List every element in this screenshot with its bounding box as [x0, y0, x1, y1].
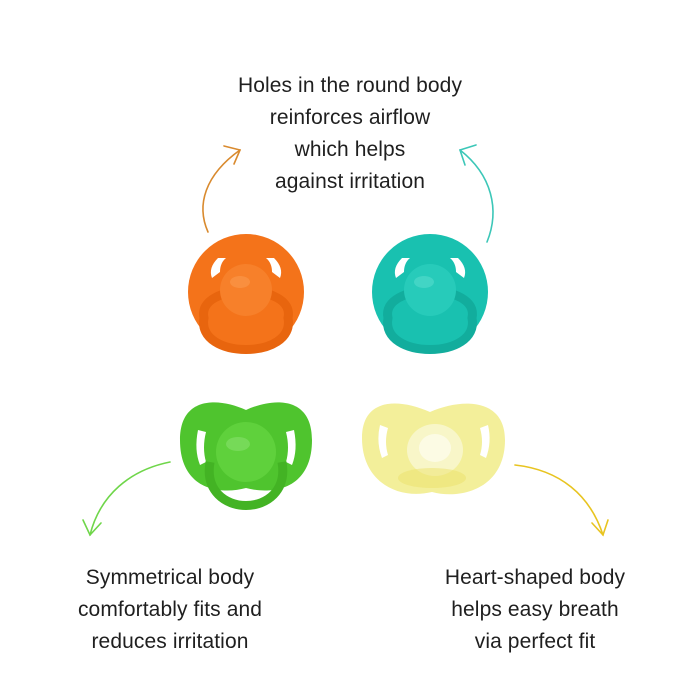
yellow-heart-shaped-pacifier [362, 403, 505, 495]
caption-line: Holes in the round body [237, 74, 463, 97]
caption-line: which helps [294, 138, 406, 161]
caption-line: Heart-shaped body [444, 566, 626, 589]
teal-round-pacifier [372, 234, 488, 354]
arrow-to-teal-pacifier [458, 144, 494, 243]
caption-line: reinforces airflow [269, 106, 431, 129]
caption-line: against irritation [274, 170, 426, 193]
orange-round-pacifier [188, 234, 304, 354]
caption-line: helps easy breath [451, 598, 619, 621]
arrow-to-orange-pacifier [202, 145, 242, 233]
top-caption: Holes in the round body reinforces airfl… [170, 70, 530, 198]
green-symmetrical-pacifier [180, 402, 312, 510]
caption-line: Symmetrical body [85, 566, 255, 589]
bottom-right-caption: Heart-shaped body helps easy breath via … [400, 562, 670, 658]
caption-line: reduces irritation [91, 630, 249, 653]
arrow-from-green-pacifier [82, 461, 171, 537]
caption-line: comfortably fits and [77, 598, 263, 621]
caption-line: via perfect fit [474, 630, 596, 653]
arrow-from-yellow-pacifier [514, 464, 609, 537]
bottom-left-caption: Symmetrical body comfortably fits and re… [40, 562, 300, 658]
